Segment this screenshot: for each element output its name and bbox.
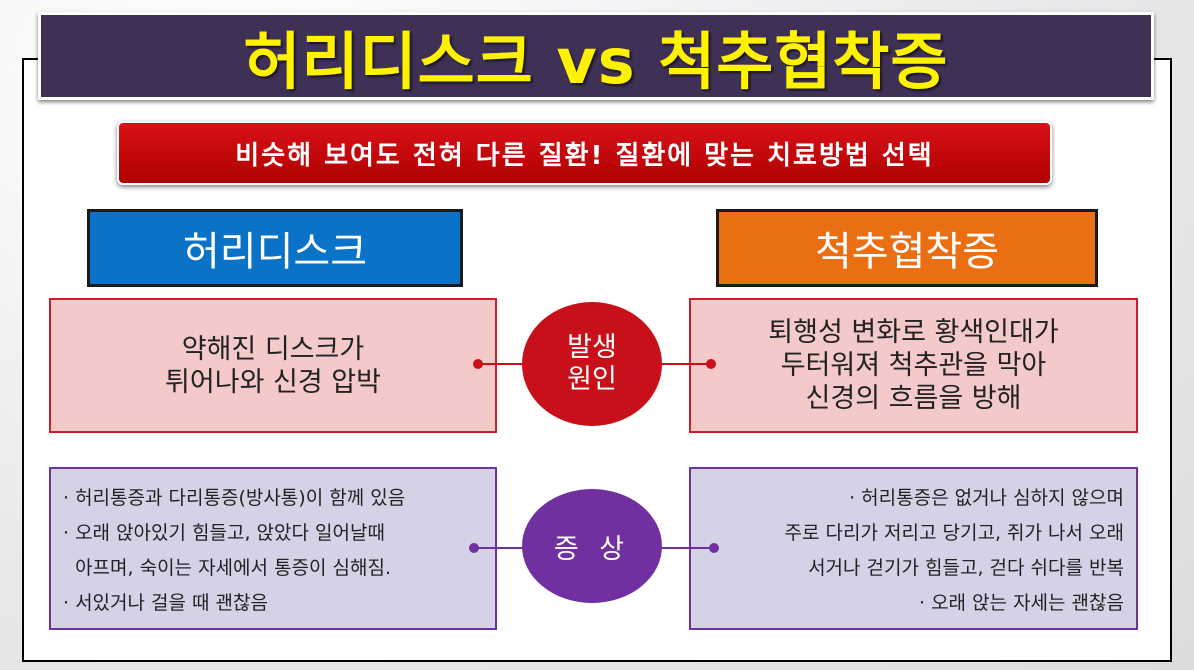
cause-circle: 발생 원인 <box>522 302 662 426</box>
disc-symptom-line: · 서있거나 걸을 때 괜찮음 <box>63 592 268 614</box>
cause-circle-line1: 발생 <box>567 332 617 363</box>
symptom-circle-label: 증 상 <box>553 533 631 565</box>
symptom-connector-right-dot <box>709 543 719 553</box>
cause-connector-right-dot <box>706 359 716 369</box>
symptom-connector-left-dot <box>469 543 479 553</box>
stenosis-heading-label: 척추협착증 <box>815 229 999 275</box>
disc-heading-label: 허리디스크 <box>183 229 367 275</box>
disc-cause-box: 약해진 디스크가 튀어나와 신경 압박 <box>49 298 497 433</box>
cause-connector-left-dot <box>473 359 483 369</box>
title-banner: 허리디스크 vs 척추협착증 <box>38 12 1154 100</box>
disc-heading: 허리디스크 <box>87 209 463 287</box>
stenosis-heading: 척추협착증 <box>716 209 1098 287</box>
symptom-circle: 증 상 <box>522 489 662 603</box>
disc-cause-text: 약해진 디스크가 튀어나와 신경 압박 <box>165 333 381 398</box>
cause-connector-left <box>478 363 524 365</box>
stenosis-symptom-line: · 오래 앉는 자세는 괜찮음 <box>919 592 1124 614</box>
stenosis-symptom-line: · 허리통증은 없거나 심하지 않으며 <box>849 487 1124 509</box>
stenosis-cause-text: 퇴행성 변화로 황색인대가 두터워져 척추관을 막아 신경의 흐름을 방해 <box>768 317 1059 414</box>
disc-symptom-line: · 허리통증과 다리통증(방사통)이 함께 있음 <box>63 487 406 509</box>
stenosis-symptom-line: 주로 다리가 저리고 당기고, 쥐가 나서 오래 <box>784 522 1124 544</box>
stenosis-cause-box: 퇴행성 변화로 황색인대가 두터워져 척추관을 막아 신경의 흐름을 방해 <box>689 298 1138 433</box>
cause-connector-right <box>660 363 710 365</box>
subtitle-text: 비슷해 보여도 전혀 다른 질환! 질환에 맞는 치료방법 선택 <box>235 140 934 171</box>
cause-circle-line2: 원인 <box>567 364 617 395</box>
disc-symptom-line: 아프며, 숙이는 자세에서 통증이 심해짐. <box>63 557 391 579</box>
disc-symptom-line: · 오래 앉아있기 힘들고, 앉았다 일어날때 <box>63 522 385 544</box>
stenosis-symptoms-box: · 허리통증은 없거나 심하지 않으며 주로 다리가 저리고 당기고, 쥐가 나… <box>689 467 1138 630</box>
page-title: 허리디스크 vs 척추협착증 <box>243 25 949 98</box>
stenosis-symptom-line: 서거나 걷기가 힘들고, 걷다 쉬다를 반복 <box>808 557 1124 579</box>
symptom-connector-left <box>474 547 524 549</box>
subtitle-banner: 비슷해 보여도 전혀 다른 질환! 질환에 맞는 치료방법 선택 <box>117 121 1052 185</box>
symptom-connector-right <box>660 547 714 549</box>
disc-symptoms-box: · 허리통증과 다리통증(방사통)이 함께 있음 · 오래 앉아있기 힘들고, … <box>49 467 497 630</box>
